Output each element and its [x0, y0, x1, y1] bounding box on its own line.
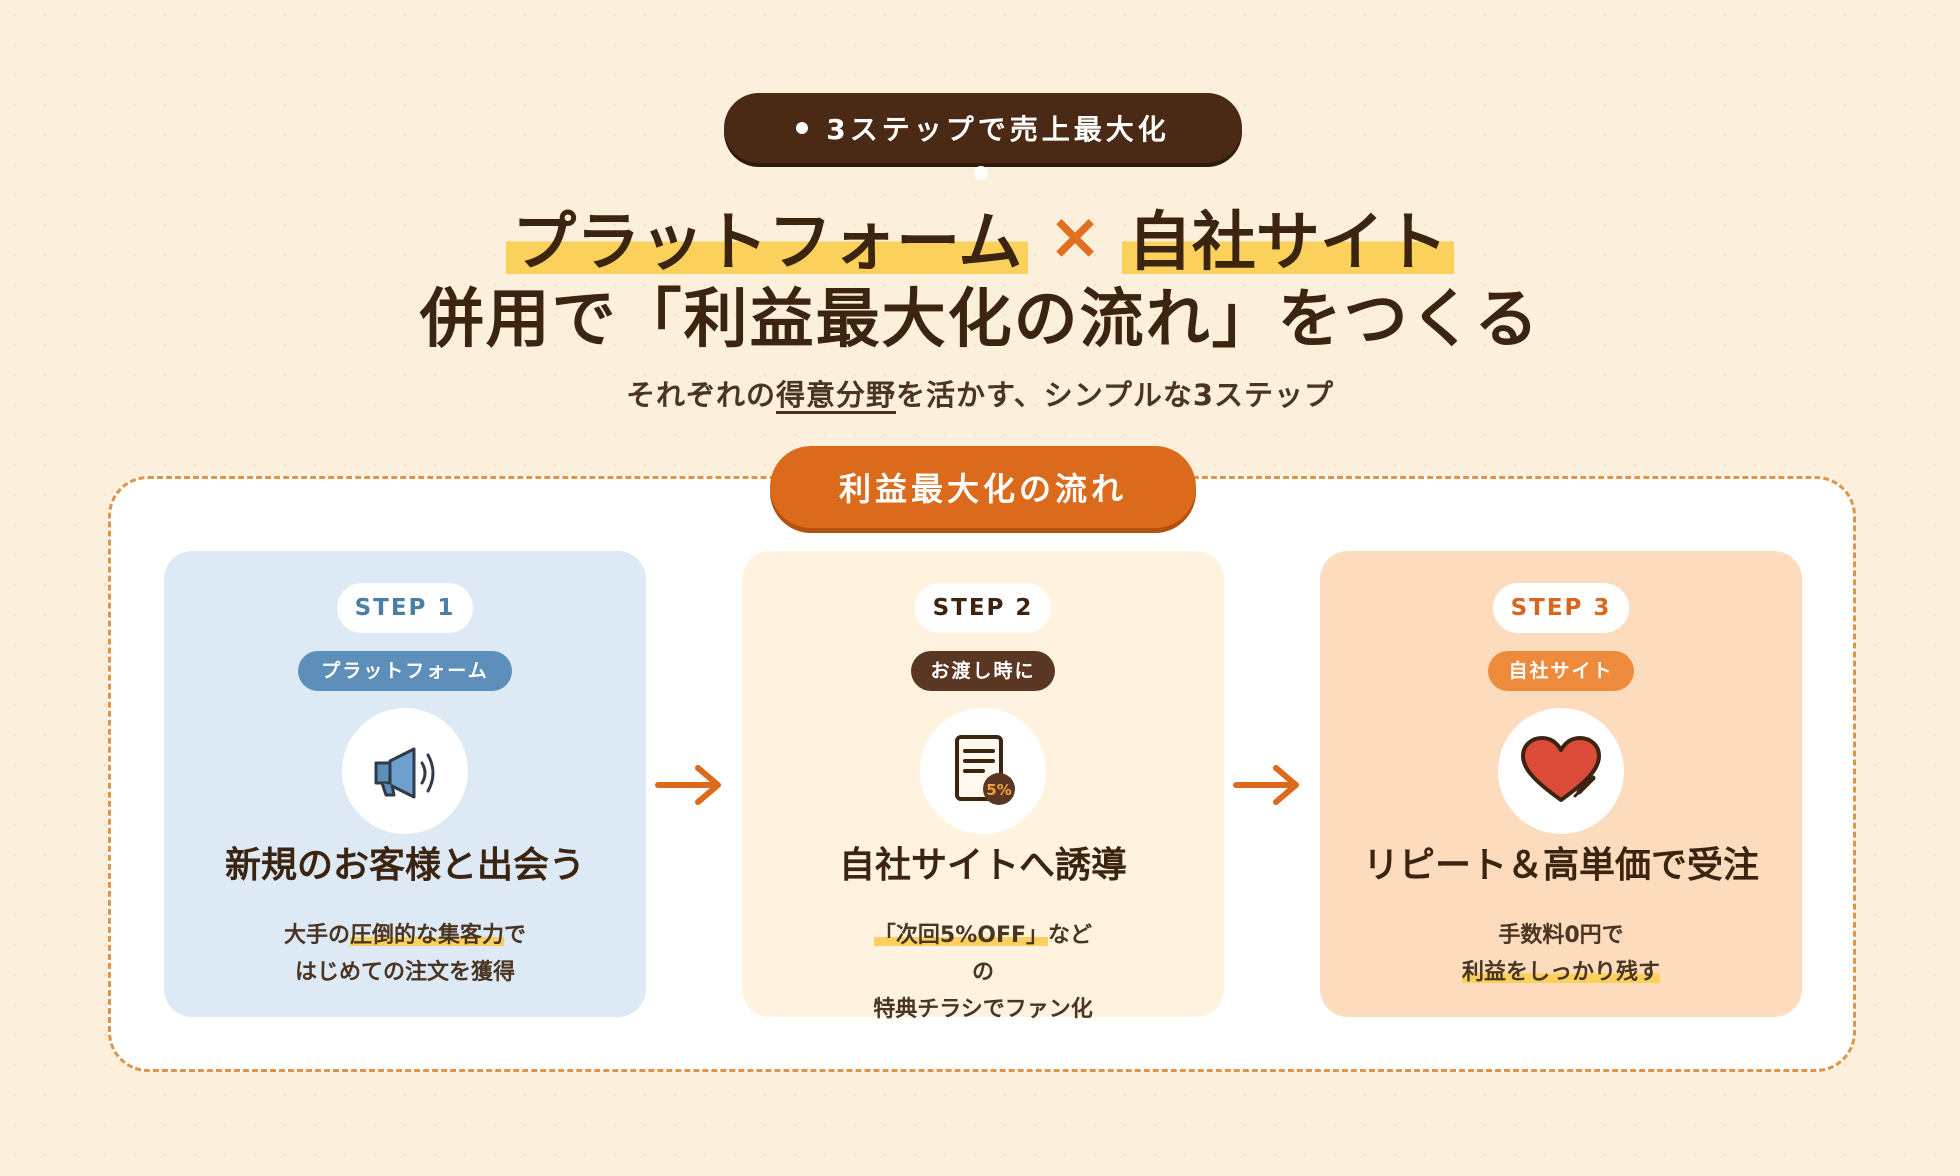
megaphone-icon: [374, 747, 435, 799]
times-icon: ×: [1048, 200, 1102, 274]
subtitle-before: それぞれの: [625, 378, 776, 412]
desc-text: 大手の: [283, 923, 350, 948]
step-card-3: STEP 3 自社サイト リピート＆高単価で受注 手数料0円で 利益をしっかり残…: [1320, 551, 1802, 1017]
desc-text: 特典チラシでファン化: [873, 997, 1093, 1022]
coupon-flyer-icon: 5%: [955, 735, 1015, 805]
icon-circle: 5%: [920, 708, 1046, 834]
arrow-right-icon: [1233, 765, 1299, 805]
title-line-1: プラットフォーム × 自社サイト: [0, 191, 1960, 283]
header-pill-label: 3ステップで売上最大化: [826, 113, 1170, 146]
title-platform: プラットフォーム: [506, 191, 1029, 283]
step-label: STEP 3: [1493, 583, 1629, 633]
subtitle: それぞれの得意分野を活かす、シンプルな3ステップ: [0, 372, 1960, 414]
desc-highlight: 圧倒的な集客力: [349, 923, 504, 948]
icon-circle: [1498, 708, 1624, 834]
subtitle-after: を活かす、シンプルな3ステップ: [896, 378, 1335, 412]
step-label: STEP 2: [915, 583, 1051, 633]
title-own-site: 自社サイト: [1121, 191, 1454, 283]
desc-highlight: 「次回5%OFF」: [873, 923, 1049, 948]
step-title: 自社サイトへ誘導: [838, 845, 1127, 886]
heart-icon: [1521, 736, 1601, 802]
step-label: STEP 1: [337, 583, 473, 633]
desc-highlight: 利益をしっかり残す: [1461, 960, 1660, 985]
step-tag: お渡し時に: [911, 651, 1055, 691]
pill-notch-dot: [974, 166, 988, 180]
step-tag: 自社サイト: [1488, 651, 1634, 691]
coupon-percent-text: 5%: [986, 781, 1011, 799]
desc-text: で: [504, 923, 527, 948]
flow-pill: 利益最大化の流れ: [770, 446, 1196, 528]
step-card-2: STEP 2 お渡し時に 5% 自社サイトへ誘導 「次回5%OFF」など の 特…: [742, 551, 1224, 1022]
flow-pill-label: 利益最大化の流れ: [838, 470, 1127, 508]
step-description: 「次回5%OFF」など の 特典チラシでファン化: [742, 917, 1224, 1028]
step-tag: プラットフォーム: [298, 651, 512, 691]
desc-text: はじめての注文を獲得: [294, 960, 515, 985]
desc-text: の: [971, 960, 994, 985]
step-description: 大手の圧倒的な集客力で はじめての注文を獲得: [164, 917, 646, 991]
step-description: 手数料0円で 利益をしっかり残す: [1320, 917, 1802, 991]
step-title: 新規のお客様と出会う: [224, 845, 585, 886]
desc-text: 手数料0円で: [1498, 923, 1624, 948]
step-card-1: STEP 1 プラットフォーム 新規のお客様と出会う 大手の圧倒的な集客力で は…: [164, 551, 646, 1017]
icon-circle: [342, 708, 468, 834]
header-pill: 3ステップで売上最大化: [724, 93, 1242, 163]
step-title: リピート＆高単価で受注: [1362, 845, 1759, 886]
subtitle-underlined: 得意分野: [776, 378, 897, 412]
arrow-right-icon: [655, 765, 721, 805]
title-line-2: 併用で「利益最大化の流れ」をつくる: [419, 283, 1541, 357]
desc-text: など: [1048, 923, 1093, 948]
bullet-dot-icon: [796, 122, 809, 134]
